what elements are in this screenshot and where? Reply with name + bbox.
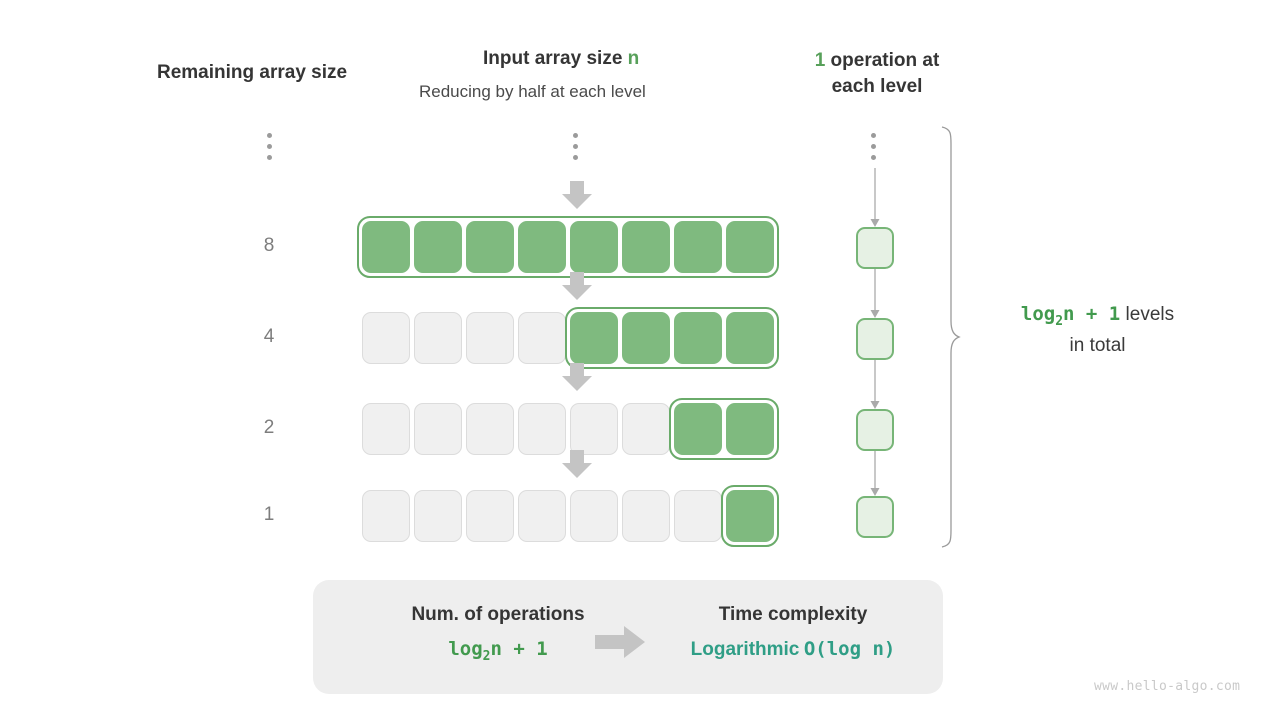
- array-cell-discarded: [570, 490, 618, 542]
- complexity-notation: O(log n): [803, 638, 896, 660]
- levels-formula: log2n + 1: [1020, 303, 1121, 329]
- array-cell-active: [674, 221, 722, 273]
- levels-text-line2: in total: [1069, 334, 1126, 356]
- array-cell-discarded: [362, 490, 410, 542]
- ellipsis-dots-middle: [573, 133, 580, 166]
- summary-operations-value: log2n + 1: [448, 638, 548, 664]
- array-cell-active: [726, 312, 774, 364]
- dot: [267, 144, 272, 149]
- halving-down-arrow: [562, 363, 592, 391]
- array-cell-active: [362, 221, 410, 273]
- operation-flow-arrow: [866, 269, 884, 318]
- dot: [871, 144, 876, 149]
- array-cell-discarded: [466, 312, 514, 364]
- column-header-input-array-size: Input array size n: [483, 48, 639, 70]
- array-cell-discarded: [466, 490, 514, 542]
- array-cell-discarded: [518, 312, 566, 364]
- row-label-size: 4: [263, 326, 275, 347]
- array-cell-active: [726, 221, 774, 273]
- total-levels-brace: [938, 126, 962, 548]
- dot: [267, 155, 272, 160]
- column-header-operations: 1 operation at each level: [797, 48, 957, 99]
- array-row: [362, 312, 774, 364]
- halving-down-arrow: [562, 272, 592, 300]
- summary-complexity-value: Logarithmic O(log n): [658, 638, 928, 661]
- array-cell-discarded: [362, 403, 410, 455]
- array-cell-active: [674, 403, 722, 455]
- summary-implies-arrow: [595, 626, 645, 658]
- array-cell-active: [518, 221, 566, 273]
- array-cell-active: [674, 312, 722, 364]
- dot: [573, 155, 578, 160]
- array-cell-active: [726, 490, 774, 542]
- array-cell-discarded: [518, 490, 566, 542]
- array-cell-discarded: [622, 403, 670, 455]
- array-cell-discarded: [414, 490, 462, 542]
- array-cell-active: [622, 221, 670, 273]
- array-cell-discarded: [622, 490, 670, 542]
- dot: [573, 133, 578, 138]
- array-cell-active: [570, 312, 618, 364]
- row-label-size: 2: [263, 417, 275, 438]
- header-input-prefix: Input array size: [483, 48, 628, 69]
- summary-panel: Num. of operations log2n + 1 Time comple…: [313, 580, 943, 694]
- ellipsis-dots-left: [267, 133, 274, 166]
- array-cell-active: [466, 221, 514, 273]
- halving-down-arrow: [562, 181, 592, 209]
- halving-down-arrow: [562, 450, 592, 478]
- header-input-variable: n: [627, 48, 640, 69]
- array-cell-active: [570, 221, 618, 273]
- summary-complexity-title: Time complexity: [718, 604, 868, 625]
- operation-flow-arrow: [866, 168, 884, 227]
- operation-cell: [856, 318, 894, 360]
- array-cell-discarded: [414, 403, 462, 455]
- array-cell-discarded: [466, 403, 514, 455]
- array-cell-active: [726, 403, 774, 455]
- ellipsis-dots-right: [871, 133, 878, 166]
- summary-operations-title: Num. of operations: [411, 604, 585, 625]
- row-label-size: 1: [263, 504, 275, 525]
- operation-cell: [856, 496, 894, 538]
- array-cell-discarded: [570, 403, 618, 455]
- array-cell-discarded: [674, 490, 722, 542]
- column-header-remaining-size: Remaining array size: [157, 62, 348, 83]
- array-cell-discarded: [518, 403, 566, 455]
- header-op-text: operation at each level: [825, 50, 940, 97]
- watermark: www.hello-algo.com: [1094, 679, 1241, 694]
- array-cell-active: [622, 312, 670, 364]
- dot: [871, 133, 876, 138]
- array-row: [362, 221, 774, 273]
- operation-flow-arrow: [866, 360, 884, 409]
- array-cell-active: [414, 221, 462, 273]
- column-subheader-reducing-by-half: Reducing by half at each level: [419, 82, 646, 101]
- row-label-size: 8: [263, 235, 275, 256]
- operation-cell: [856, 409, 894, 451]
- summary-complexity-column: Time complexity Logarithmic O(log n): [658, 604, 928, 661]
- array-cell-discarded: [362, 312, 410, 364]
- operation-flow-arrow: [866, 451, 884, 496]
- total-levels-caption: log2n + 1 levels in total: [975, 301, 1220, 359]
- dot: [573, 144, 578, 149]
- complexity-word: Logarithmic: [690, 639, 800, 660]
- array-row: [362, 490, 774, 542]
- summary-operations-column: Num. of operations log2n + 1: [343, 604, 653, 664]
- array-cell-discarded: [414, 312, 462, 364]
- levels-text-line1: levels: [1120, 304, 1175, 325]
- array-row: [362, 403, 774, 455]
- header-op-count: 1: [814, 50, 826, 71]
- dot: [871, 155, 876, 160]
- operation-cell: [856, 227, 894, 269]
- dot: [267, 133, 272, 138]
